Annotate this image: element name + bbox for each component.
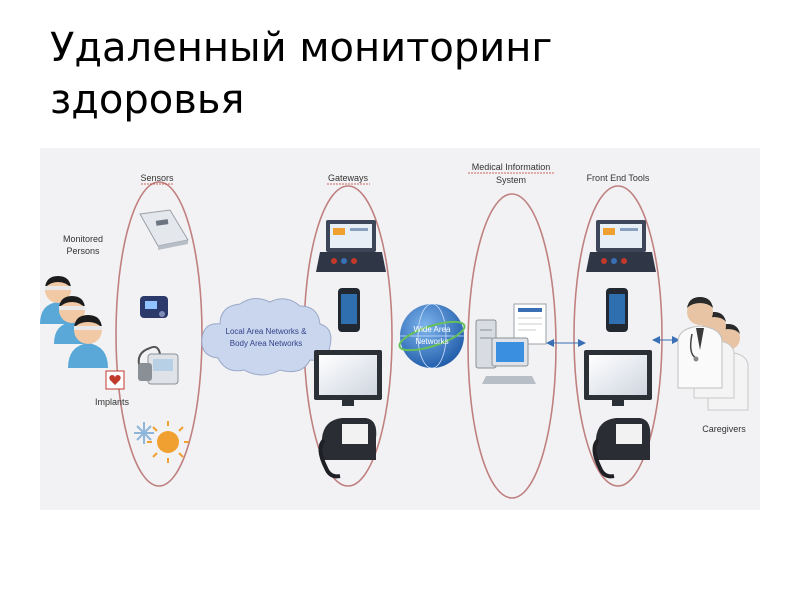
smartphone-icon bbox=[606, 288, 628, 332]
heart-icon bbox=[105, 370, 125, 390]
sensors-ellipse bbox=[115, 181, 203, 487]
front-end-heading: Front End Tools bbox=[587, 173, 650, 183]
scale-icon bbox=[139, 209, 189, 250]
medical-info-heading-line-2: System bbox=[496, 175, 526, 185]
smartphone-icon bbox=[338, 288, 360, 332]
desktop-computer-icon bbox=[482, 337, 536, 384]
blood-pressure-monitor-icon bbox=[137, 345, 179, 385]
title-line-1: Удаленный мониторинг bbox=[50, 25, 553, 71]
monitor-icon bbox=[584, 350, 652, 406]
architecture-diagram: Sensors Gateways Medical Information Sys… bbox=[40, 148, 760, 510]
medical-info-heading-line-1: Medical Information bbox=[472, 162, 551, 172]
laptop-icon bbox=[316, 220, 386, 272]
diagram-canvas: Sensors Gateways Medical Information Sys… bbox=[40, 162, 749, 499]
page-title: Удаленный мониторинг здоровья bbox=[50, 22, 750, 126]
monitor-icon bbox=[314, 350, 382, 406]
gateways-heading: Gateways bbox=[328, 173, 369, 183]
cloud-icon bbox=[201, 298, 332, 376]
wan-label-line-2: Networks bbox=[415, 337, 448, 346]
laptop-icon bbox=[586, 220, 656, 272]
caregivers-label: Caregivers bbox=[702, 424, 746, 434]
wan-label-line-1: Wide Area bbox=[414, 325, 451, 334]
implants-label: Implants bbox=[95, 397, 130, 407]
pulse-oximeter-icon bbox=[140, 296, 168, 318]
desk-phone-icon bbox=[592, 418, 651, 479]
globe-icon bbox=[398, 303, 466, 369]
caregiver-group-icon bbox=[677, 297, 749, 411]
title-line-2: здоровья bbox=[50, 77, 245, 123]
lan-label-line-1: Local Area Networks & bbox=[226, 327, 308, 336]
monitored-label-line-1: Monitored bbox=[63, 234, 103, 244]
desk-phone-icon bbox=[318, 418, 377, 479]
weather-icon bbox=[134, 421, 189, 463]
document-icon bbox=[513, 303, 547, 345]
monitored-label-line-2: Persons bbox=[66, 246, 100, 256]
sensors-heading: Sensors bbox=[140, 173, 174, 183]
person-group-icon bbox=[40, 276, 108, 368]
lan-label-line-2: Body Area Networks bbox=[230, 339, 302, 348]
